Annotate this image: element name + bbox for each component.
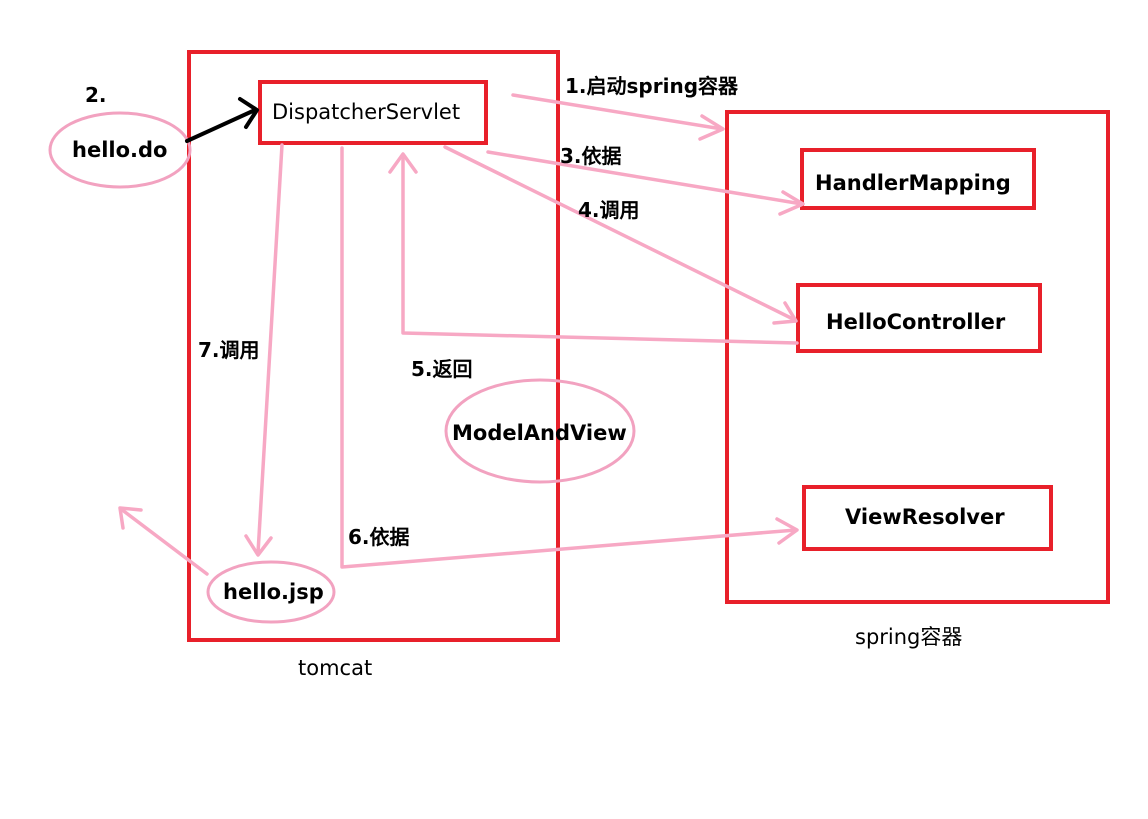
hello-controller-box bbox=[796, 283, 1042, 353]
tomcat-label: tomcat bbox=[298, 656, 372, 680]
arrow-step5 bbox=[388, 152, 799, 345]
view-resolver-box bbox=[802, 485, 1053, 551]
step3-label: 3.依据 bbox=[560, 144, 622, 168]
spring-container-label: spring容器 bbox=[855, 625, 962, 649]
arrow-step1 bbox=[511, 93, 725, 141]
arrow-step4 bbox=[443, 145, 798, 325]
step4-label: 4.调用 bbox=[578, 198, 640, 222]
arrow-step7 bbox=[244, 143, 284, 557]
handler-mapping-label: HandlerMapping bbox=[815, 171, 1011, 195]
tomcat-container bbox=[187, 50, 560, 642]
hello-do-ellipse bbox=[48, 111, 192, 189]
dispatcher-servlet-label: DispatcherServlet bbox=[272, 100, 460, 124]
step1-label: 1.启动spring容器 bbox=[565, 74, 739, 98]
handler-mapping-box bbox=[800, 148, 1036, 210]
hello-jsp-ellipse bbox=[206, 560, 336, 624]
hello-jsp-label: hello.jsp bbox=[223, 580, 324, 604]
step6-label: 6.依据 bbox=[348, 525, 410, 549]
arrow-step6 bbox=[340, 146, 799, 569]
arrow-step3 bbox=[486, 150, 805, 216]
arrow-response bbox=[118, 506, 209, 576]
step5-label: 5.返回 bbox=[411, 357, 473, 381]
step2-label: 2. bbox=[85, 83, 107, 107]
hello-controller-label: HelloController bbox=[826, 310, 1006, 334]
dispatcher-servlet-box bbox=[258, 80, 488, 145]
step7-label: 7.调用 bbox=[198, 338, 260, 362]
model-and-view-ellipse bbox=[444, 378, 636, 484]
hello-do-label: hello.do bbox=[72, 138, 167, 162]
model-and-view-label: ModelAndView bbox=[452, 421, 627, 445]
arrow-request bbox=[185, 97, 259, 143]
view-resolver-label: ViewResolver bbox=[845, 505, 1005, 529]
spring-container bbox=[725, 110, 1110, 604]
